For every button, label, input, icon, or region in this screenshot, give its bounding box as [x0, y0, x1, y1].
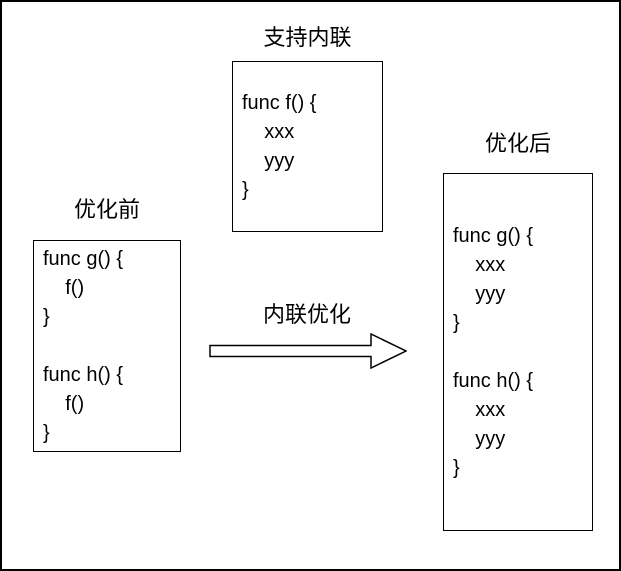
- before-code-box: func g() { f() } func h() { f() }: [33, 240, 181, 452]
- right-arrow-icon: [209, 333, 407, 369]
- before-code: func g() { f() } func h() { f() }: [43, 247, 124, 444]
- before-optimization-label: 优化前: [73, 197, 140, 222]
- inline-optimization-arrow-label: 内联优化: [262, 302, 351, 327]
- inline-fn-box: func f() { xxx yyy }: [232, 61, 383, 232]
- inline-fn-code: func f() { xxx yyy }: [242, 91, 317, 201]
- inline-supported-label: 支持内联: [263, 25, 352, 50]
- after-code-box: func g() { xxx yyy } func h() { xxx yyy …: [443, 173, 593, 531]
- after-code: func g() { xxx yyy } func h() { xxx yyy …: [453, 224, 534, 479]
- after-optimization-label: 优化后: [484, 131, 551, 156]
